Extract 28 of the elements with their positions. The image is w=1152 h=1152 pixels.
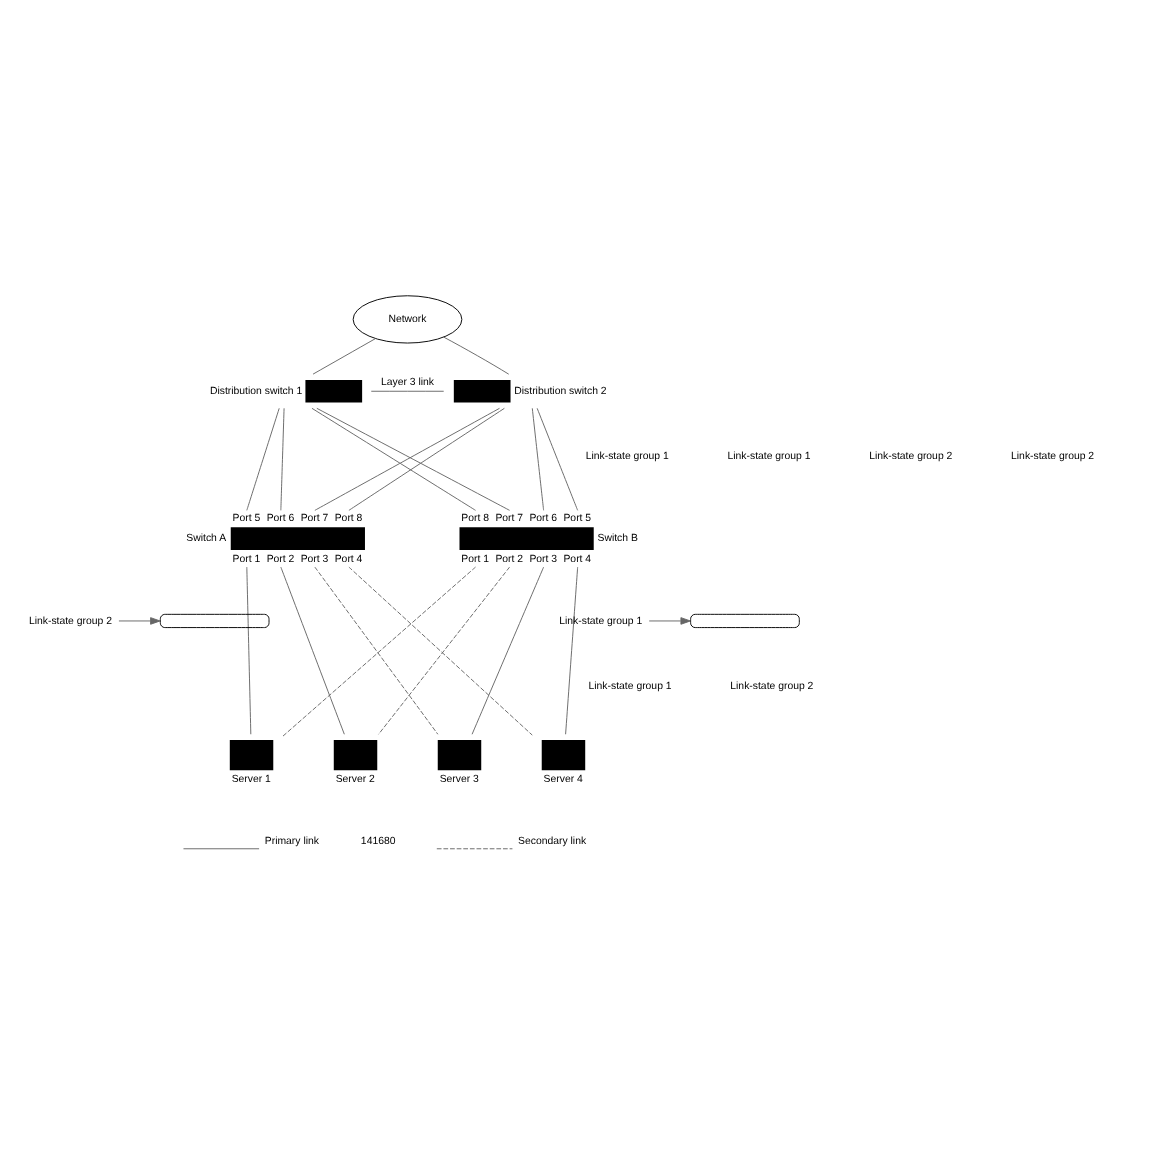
- connector: [280, 406, 285, 510]
- node-box: [541, 739, 586, 770]
- arrow: [648, 616, 691, 624]
- node-box: [229, 739, 274, 770]
- connector: [348, 565, 533, 735]
- node-box: [333, 739, 378, 770]
- node-box: [437, 739, 482, 770]
- connector: [314, 565, 439, 734]
- connector: [348, 406, 505, 510]
- node-ellipse: [159, 612, 270, 628]
- node-ellipse: [690, 612, 800, 628]
- connector: [246, 565, 252, 734]
- connector: [443, 335, 510, 374]
- connector: [378, 565, 511, 734]
- connector: [312, 337, 376, 374]
- node-box: [230, 526, 365, 550]
- connector: [246, 406, 280, 510]
- node-box: [453, 378, 511, 402]
- connector: [531, 406, 545, 510]
- connector: [565, 565, 579, 734]
- arrow: [118, 616, 161, 624]
- connector: [471, 565, 545, 734]
- connector: [370, 389, 445, 391]
- connector: [280, 565, 345, 734]
- connector: [536, 406, 579, 510]
- node-box: [305, 378, 363, 402]
- connector: [282, 565, 477, 736]
- node-box: [459, 526, 594, 550]
